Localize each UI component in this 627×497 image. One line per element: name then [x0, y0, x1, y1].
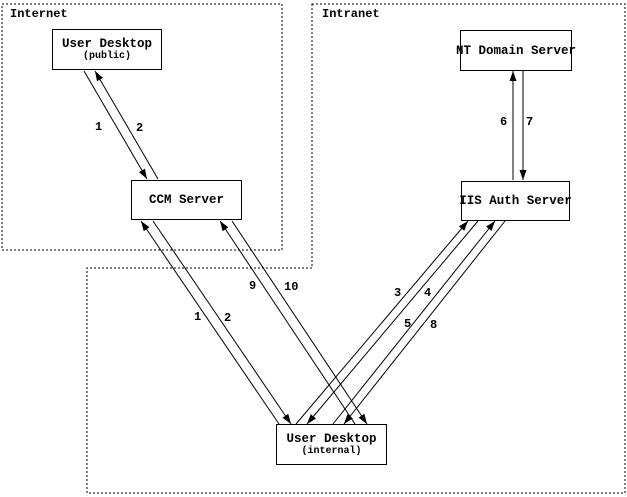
- node-title: NT Domain Server: [455, 43, 577, 58]
- arrow-step5-internal-desktop-to-iis: [332, 220, 496, 425]
- arrow-step9-internal-desktop-to-ccm: [219, 220, 356, 425]
- node-iis-auth-server: IIS Auth Server: [459, 181, 572, 221]
- node-title: CCM Server: [148, 193, 224, 207]
- edge-label-step10-ccm-to-internal-desktop: 10: [284, 280, 299, 294]
- arrow-step1-public-desktop-to-ccm: [83, 70, 148, 180]
- edge-label-step2-ccm-to-public-desktop: 2: [136, 121, 144, 135]
- edge-label-step8-iis-to-internal-desktop: 8: [430, 318, 438, 332]
- node-subtitle: (public): [82, 51, 131, 62]
- node-title: User Desktop: [61, 37, 152, 51]
- edge-label-step1-public-desktop-to-ccm: 1: [95, 120, 103, 134]
- node-subtitle: (internal): [301, 446, 362, 457]
- edge-label-step3-internal-desktop-to-iis: 3: [394, 286, 402, 300]
- arrow-step1-internal-desktop-to-ccm: [140, 220, 280, 425]
- arrow-step4-iis-to-internal-desktop: [306, 220, 479, 425]
- intranet-region-label: Intranet: [322, 7, 380, 21]
- region-intranet-boundary: [86, 3, 626, 494]
- arrow-step8-iis-to-internal-desktop: [343, 220, 506, 425]
- arrow-step10-ccm-to-internal-desktop: [231, 220, 368, 425]
- arrow-step3-internal-desktop-to-iis: [295, 220, 469, 425]
- edge-label-step1-internal-desktop-to-ccm: 1: [194, 310, 202, 324]
- edge-label-step2-ccm-to-internal-desktop: 2: [224, 311, 232, 325]
- edge-label-step6-iis-to-nt-domain: 6: [500, 115, 508, 129]
- node-title: IIS Auth Server: [459, 194, 572, 208]
- node-user-desktop-public: User Desktop (public): [52, 29, 162, 70]
- node-user-desktop-internal: User Desktop (internal): [276, 424, 387, 465]
- edge-label-step9-internal-desktop-to-ccm: 9: [249, 279, 257, 293]
- node-title: User Desktop: [286, 432, 377, 446]
- internet-region-label: Internet: [10, 7, 68, 21]
- arrow-step2-ccm-to-public-desktop: [94, 70, 159, 180]
- edge-label-step7-nt-domain-to-iis: 7: [526, 115, 534, 129]
- node-ccm-server: CCM Server: [131, 180, 242, 220]
- region-internet-boundary: [1, 3, 283, 251]
- node-nt-domain-server: NT Domain Server: [456, 30, 576, 71]
- edge-label-step5-internal-desktop-to-iis: 5: [404, 317, 412, 331]
- edge-label-step4-iis-to-internal-desktop: 4: [424, 286, 432, 300]
- arrow-step2-ccm-to-internal-desktop: [152, 220, 292, 425]
